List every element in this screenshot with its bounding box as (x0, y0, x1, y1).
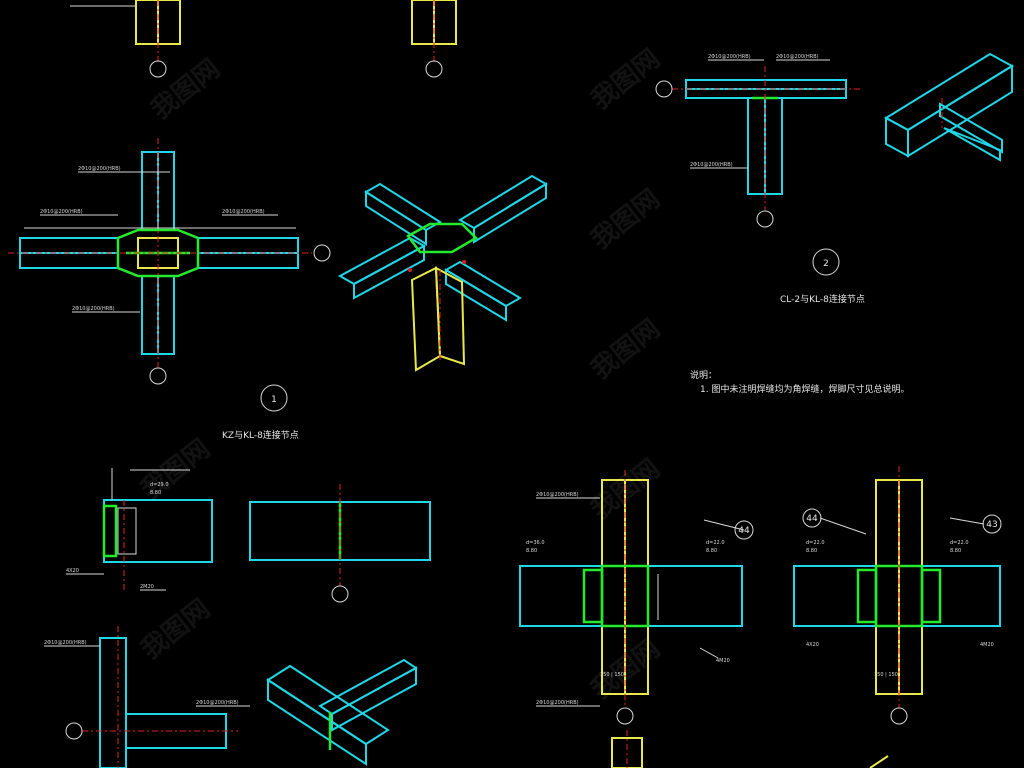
svg-text:2Φ10@200(HRB): 2Φ10@200(HRB) (536, 700, 579, 706)
svg-text:2Φ10@200(HRB): 2Φ10@200(HRB) (196, 700, 239, 706)
callout-44a: 44 (738, 526, 750, 536)
detail-1-isometric (337, 174, 548, 372)
svg-text:2Φ10@200(HRB): 2Φ10@200(HRB) (44, 640, 87, 646)
watermark: 我图网 (586, 184, 666, 256)
detail-1-number-bubble (260, 384, 288, 412)
svg-text:2Φ10@200(HRB): 2Φ10@200(HRB) (536, 492, 579, 498)
svg-text:d=36.0: d=36.0 (526, 540, 545, 546)
svg-text:2Φ10@200(HRB): 2Φ10@200(HRB) (776, 54, 819, 60)
notes-heading: 说明： (690, 369, 717, 381)
corner-joint-elevation: 2Φ10@200(HRB) 2Φ10@200(HRB) (44, 626, 250, 768)
column-beam-joint-b: d=22.0 8.80 d=22.0 8.80 4X20 4M20 150 | … (793, 466, 1002, 725)
svg-text:d=29.0: d=29.0 (150, 482, 169, 488)
svg-text:2Φ10@200(HRB): 2Φ10@200(HRB) (708, 54, 751, 60)
detail-2-isometric (884, 52, 1014, 162)
watermark: 我图网 (586, 44, 666, 116)
detail-1-plan: 2Φ10@200(HRB) 2Φ10@200(HRB) 2Φ10@200(HRB… (8, 138, 331, 385)
watermark: 我图网 (146, 54, 226, 126)
svg-text:d=22.0: d=22.0 (806, 540, 825, 546)
svg-text:2Φ10@200(HRB): 2Φ10@200(HRB) (40, 209, 83, 215)
svg-text:2M20: 2M20 (140, 584, 154, 590)
svg-text:4M20: 4M20 (716, 658, 730, 664)
svg-text:150 | 150: 150 | 150 (874, 672, 898, 678)
notes-item-1: 1. 图中未注明焊缝均为角焊缝，焊脚尺寸见总说明。 (700, 383, 909, 395)
svg-text:d=22.0: d=22.0 (706, 540, 725, 546)
svg-text:2Φ10@200(HRB): 2Φ10@200(HRB) (78, 166, 121, 172)
detail-2-number-bubble (812, 248, 840, 276)
detail-2-section: 2Φ10@200(HRB) 2Φ10@200(HRB) 2Φ10@200(HRB… (655, 54, 860, 228)
partial-column-top-middle (411, 0, 457, 78)
svg-text:4X20: 4X20 (806, 642, 819, 648)
watermark: 我图网 (586, 314, 666, 386)
svg-text:8.80: 8.80 (150, 490, 161, 496)
svg-text:8.80: 8.80 (706, 548, 717, 554)
column-beam-joint-a: 2Φ10@200(HRB) 2Φ10@200(HRB) d=36.0 8.80 … (519, 470, 754, 725)
beam-splice-elevation: d=29.0 8.80 4X20 2M20 (66, 468, 213, 591)
svg-text:8.80: 8.80 (806, 548, 817, 554)
detail-1-caption: KZ与KL-8连接节点 (222, 429, 299, 441)
svg-text:8.80: 8.80 (526, 548, 537, 554)
svg-text:8.80: 8.80 (950, 548, 961, 554)
watermark: 我图网 (136, 594, 216, 666)
svg-text:150 | 150: 150 | 150 (600, 672, 624, 678)
partial-column-top-left (70, 0, 181, 78)
detail-2-number: 2 (823, 259, 829, 269)
partial-members-bottom (611, 730, 889, 768)
callout-43: 43 (986, 520, 997, 530)
beam-splice-plan (249, 484, 431, 603)
svg-text:d=22.0: d=22.0 (950, 540, 969, 546)
detail-1-number: 1 (271, 395, 277, 405)
svg-text:4M20: 4M20 (980, 642, 994, 648)
svg-text:2Φ10@200(HRB): 2Φ10@200(HRB) (690, 162, 733, 168)
callout-44b: 44 (806, 514, 818, 524)
svg-text:2Φ10@200(HRB): 2Φ10@200(HRB) (222, 209, 265, 215)
detail-2-caption: CL-2与KL-8连接节点 (780, 293, 865, 305)
corner-joint-isometric (266, 658, 418, 766)
svg-text:4X20: 4X20 (66, 568, 79, 574)
svg-text:2Φ10@200(HRB): 2Φ10@200(HRB) (72, 306, 115, 312)
